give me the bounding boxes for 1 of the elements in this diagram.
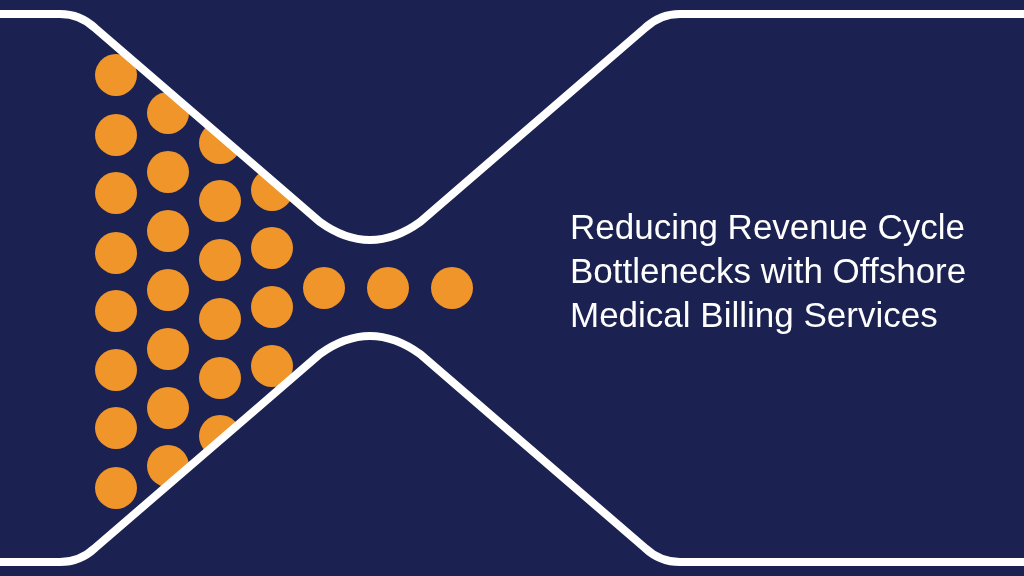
title: Reducing Revenue Cycle Bottlenecks with Offshore Medical Billing Services — [570, 206, 968, 336]
